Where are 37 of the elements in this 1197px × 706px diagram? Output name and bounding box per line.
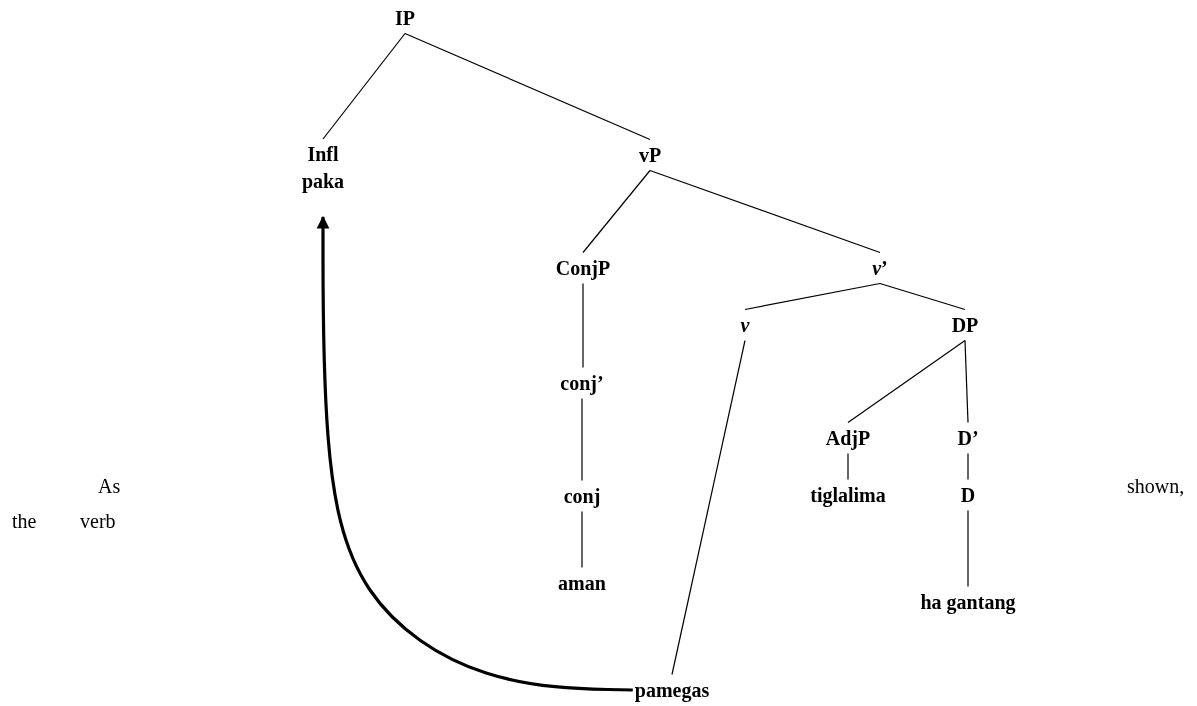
tree-branch-line [671, 339, 746, 676]
tree-branch-line [967, 509, 969, 588]
word-label: paka [301, 169, 345, 195]
tree-branch-line [967, 452, 969, 481]
paragraph-word: the [12, 510, 37, 533]
movement-arrow [316, 215, 633, 692]
node-label: conj’ [560, 370, 604, 397]
node-label: DP [951, 312, 979, 338]
node-label: vP [638, 142, 662, 168]
node-label: v’ [872, 255, 888, 281]
paragraph-word: verb [80, 510, 116, 533]
tree-branch-line [582, 282, 584, 369]
node-label: D [960, 482, 976, 508]
node-label: tiglalima [810, 482, 886, 509]
tree-branch-line [847, 452, 849, 481]
tree-branch-line [322, 32, 406, 140]
node-label: AdjP [825, 425, 871, 452]
node-label: pamegas [634, 677, 710, 704]
tree-branch-line [964, 339, 969, 424]
node-label: D’ [957, 425, 979, 451]
node-label: Infl [306, 142, 340, 167]
node-label: v [740, 312, 750, 338]
tree-branch-line [404, 32, 651, 141]
node-label: aman [558, 570, 606, 596]
paragraph-word: As [98, 475, 121, 498]
tree-branch-line [847, 339, 966, 424]
paragraph-word: shown, [1127, 475, 1185, 498]
tree-branch-line [581, 510, 583, 569]
node-label: IP [395, 5, 415, 31]
tree-branch-line [744, 282, 881, 311]
tree-branch-line [581, 397, 583, 482]
node-label: ha gantang [920, 589, 1016, 616]
tree-branch-line [649, 169, 881, 254]
node-label: ConjP [555, 255, 611, 282]
tree-branch-line [879, 282, 966, 311]
tree-branch-line [582, 169, 651, 254]
node-label: conj [563, 483, 601, 510]
